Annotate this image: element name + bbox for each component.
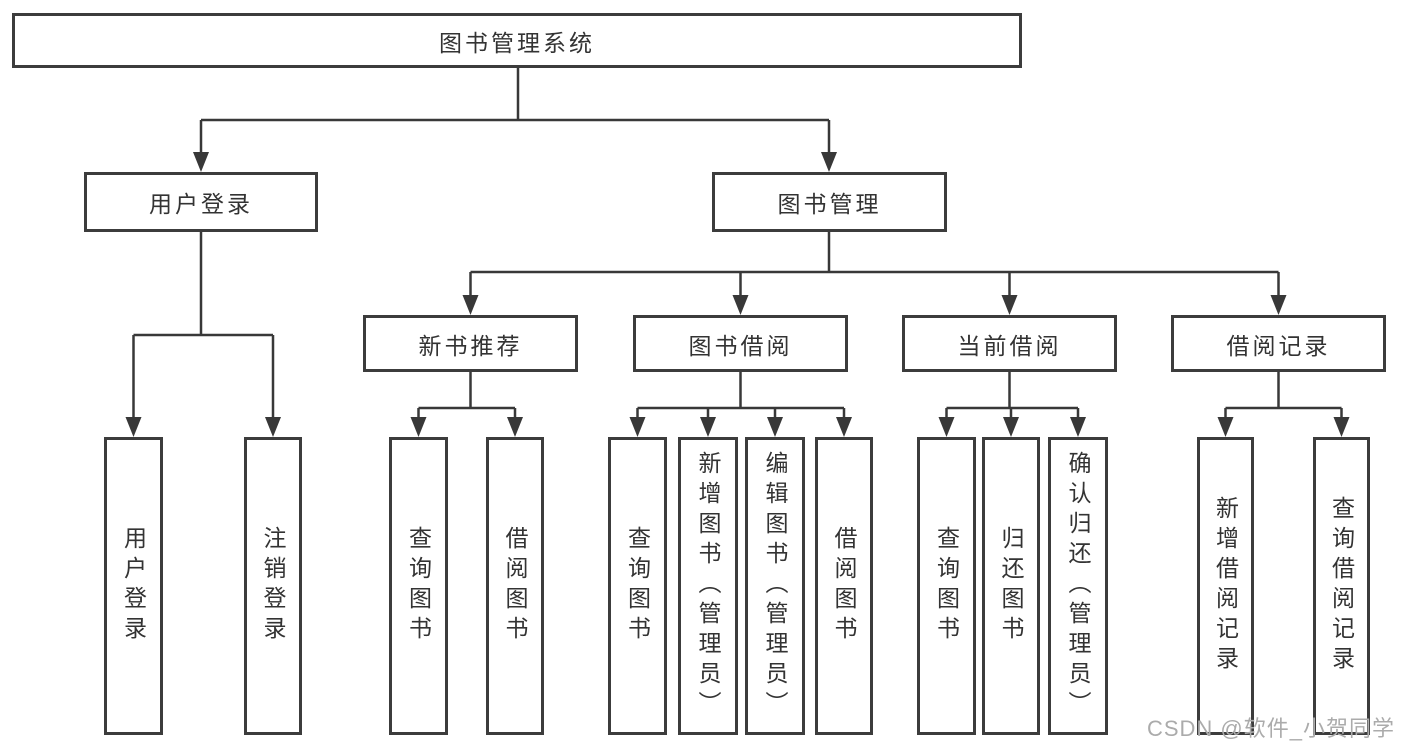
node-current-borrowing: 当前借阅 (902, 315, 1117, 372)
arrowhead (1003, 417, 1019, 437)
arrowhead (1270, 295, 1287, 315)
node-leaf-cb-return-books: 归还图书 (982, 437, 1040, 735)
connector-new-book-rec (417, 372, 517, 417)
node-borrowing-records: 借阅记录 (1171, 315, 1386, 372)
arrowhead (1001, 295, 1018, 315)
arrowhead (410, 417, 427, 437)
arrowhead (125, 417, 142, 437)
node-book-management: 图书管理 (712, 172, 947, 232)
node-leaf-logout: 注销登录 (244, 437, 302, 735)
node-book-borrowing: 图书借阅 (633, 315, 848, 372)
node-leaf-br-query-record: 查询借阅记录 (1313, 437, 1370, 735)
arrowhead (700, 417, 716, 437)
node-leaf-bb-query-books: 查询图书 (608, 437, 667, 735)
connector-book-borrow (636, 372, 846, 417)
connector-borrow-record (1224, 372, 1343, 417)
node-user-login-group: 用户登录 (84, 172, 318, 232)
node-leaf-cb-confirm-return-admin: 确认归还（管理员） (1048, 437, 1108, 735)
node-new-book-recommendation: 新书推荐 (363, 315, 578, 372)
node-leaf-bb-borrow-books: 借阅图书 (815, 437, 873, 735)
arrowhead (821, 152, 837, 172)
arrowhead (462, 295, 479, 315)
node-leaf-bb-edit-books-admin: 编辑图书（管理员） (745, 437, 805, 735)
csdn-watermark: CSDN @软件_小贺同学 (1146, 716, 1395, 741)
node-leaf-bb-add-books-admin: 新增图书（管理员） (678, 437, 738, 735)
arrowhead (1070, 417, 1086, 437)
arrowhead (836, 417, 852, 437)
arrowhead (629, 417, 646, 437)
arrowhead (732, 295, 749, 315)
arrowhead (938, 417, 955, 437)
arrowhead (767, 417, 783, 437)
node-leaf-nb-borrow-books: 借阅图书 (486, 437, 544, 735)
arrowhead (265, 417, 281, 437)
connector-book-mgmt-to-level3 (469, 232, 1280, 295)
node-library-management-system: 图书管理系统 (12, 13, 1022, 68)
arrowhead (507, 417, 523, 437)
arrowhead (1333, 417, 1350, 437)
node-leaf-user-login: 用户登录 (104, 437, 163, 735)
node-leaf-br-add-record: 新增借阅记录 (1197, 437, 1254, 735)
connector-user-login-to-leaves (132, 232, 275, 417)
connector-current-borrow (945, 372, 1080, 417)
arrowhead (193, 152, 209, 172)
arrowheads (125, 152, 1350, 437)
node-leaf-cb-query-books: 查询图书 (917, 437, 976, 735)
arrowhead (1217, 417, 1234, 437)
connector-root-to-level2 (199, 68, 831, 152)
node-leaf-nb-query-books: 查询图书 (389, 437, 448, 735)
